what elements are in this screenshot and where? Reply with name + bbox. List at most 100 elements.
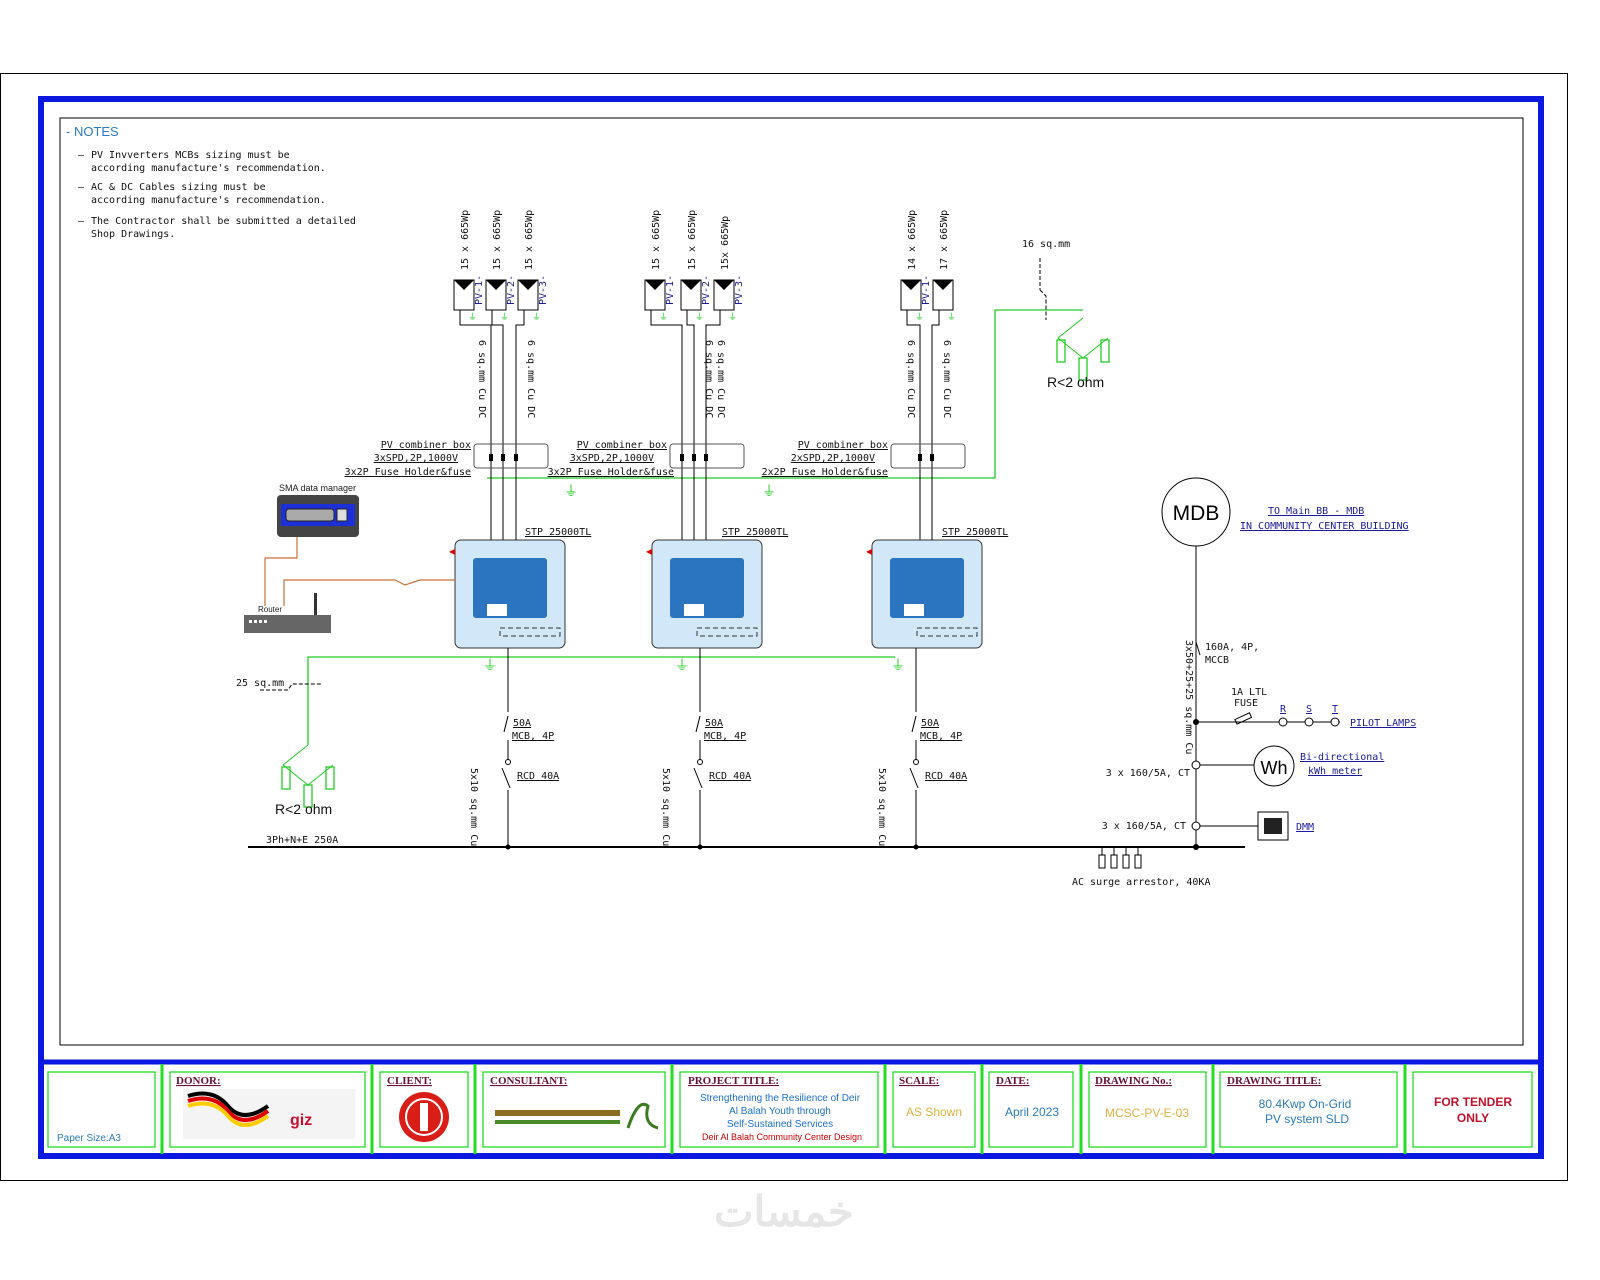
german-flag-logo bbox=[187, 1096, 270, 1122]
title-block-cell bbox=[1088, 1071, 1207, 1148]
earth-rod-icon bbox=[1056, 339, 1066, 363]
title-block-cell bbox=[679, 1071, 879, 1148]
cable-leader bbox=[1039, 289, 1047, 320]
pv-string-label: 15 x 665Wp bbox=[524, 210, 535, 270]
pv-string-label: 15 x 665Wp bbox=[687, 210, 698, 270]
earth-conductors bbox=[307, 309, 1083, 745]
inverter-display bbox=[904, 604, 924, 616]
inverter-body bbox=[473, 558, 547, 618]
module-earth-icon: ⏚ bbox=[532, 312, 541, 322]
mdb-feeder-cable: 3x50+25+25 sq.mm Cu bbox=[1183, 640, 1194, 754]
phase-label: S bbox=[1306, 704, 1312, 715]
fuse-icon bbox=[930, 454, 934, 461]
pv-module-cell bbox=[714, 280, 734, 290]
combiner-fuses: 2x2P Fuse Holder&fuse bbox=[762, 467, 888, 478]
module-earth-icon: ⏚ bbox=[728, 312, 737, 322]
ac-cable-label: 5x10 sq.mm Cu bbox=[468, 768, 479, 846]
earth-rod-icon bbox=[1078, 357, 1088, 381]
note-1-line-1: PV Invverters MCBs sizing must be bbox=[91, 150, 290, 161]
ct-icon bbox=[1191, 760, 1201, 770]
title-block-cell bbox=[1412, 1071, 1533, 1148]
surge-arrestor bbox=[1098, 847, 1142, 869]
earth-electrode-top bbox=[1056, 317, 1110, 381]
mcb-symbol bbox=[503, 715, 509, 733]
rcd-rating: RCD 40A bbox=[709, 771, 751, 782]
earth-left-cable-label: 25 sq.mm bbox=[236, 678, 284, 689]
mdb-note-1: TO Main BB - MDB bbox=[1268, 506, 1364, 517]
project-subtitle: Deir Al Balah Community Center Design bbox=[702, 1132, 862, 1142]
ac-cable-label: 5x10 sq.mm Cu bbox=[660, 768, 671, 846]
pv-string-label: 15x 665Wp bbox=[720, 216, 731, 270]
data-manager-label: SMA data manager bbox=[279, 483, 356, 493]
pv-string-tag: PV-1- bbox=[921, 275, 932, 305]
module-earth-icon: ⏚ bbox=[695, 312, 704, 322]
router-led bbox=[254, 620, 257, 623]
inverter-body bbox=[670, 558, 744, 618]
surge-arrestor-icon bbox=[1110, 854, 1118, 869]
note-1-line-2: according manufacture's recommendation. bbox=[91, 163, 326, 174]
dc-cable bbox=[906, 310, 921, 540]
fuse-icon bbox=[1234, 712, 1253, 725]
combiner-box bbox=[473, 443, 549, 469]
fuse-icon bbox=[489, 454, 493, 461]
mcb-rating: 50A bbox=[513, 718, 531, 729]
mcb-rating: 50A bbox=[705, 718, 723, 729]
dc-cable-label: 6 sq.mm Cu DC bbox=[715, 340, 726, 418]
donor-logos: giz bbox=[183, 1089, 355, 1139]
router-led bbox=[259, 620, 262, 623]
module-earth-icon: ⏚ bbox=[659, 312, 668, 322]
scale-label: SCALE: bbox=[899, 1075, 939, 1087]
earth-icon: ⏚ bbox=[762, 483, 776, 499]
fuse-label-2: FUSE bbox=[1234, 698, 1258, 709]
title-block-cell bbox=[169, 1071, 366, 1148]
surge-arrestor-icon bbox=[1122, 854, 1130, 869]
inverter-model: STP 25000TL bbox=[525, 527, 591, 538]
mcb-type: MCB, 4P bbox=[512, 731, 554, 742]
pv-string-tag: PV-1- bbox=[665, 275, 676, 305]
earth-icon: ⏚ bbox=[675, 657, 689, 673]
consultant-logo-text bbox=[495, 1120, 620, 1124]
busbar-label: 3Ph+N+E 250A bbox=[266, 835, 338, 846]
combiner-title: PV combiner box bbox=[577, 440, 667, 451]
ct-icon bbox=[1191, 821, 1201, 831]
consultant-logo-text bbox=[495, 1110, 620, 1116]
consultant-logo-mark bbox=[626, 1102, 659, 1130]
terminal-icon bbox=[505, 759, 511, 765]
module-earth-icon: ⏚ bbox=[468, 312, 477, 322]
notes-list: – PV Invverters MCBs sizing must be acco… bbox=[78, 150, 356, 240]
junction-dot bbox=[1193, 844, 1199, 850]
inverter-warning-icon: ◀ bbox=[449, 547, 456, 556]
title-block-cell bbox=[1219, 1071, 1398, 1148]
inverter-terminals bbox=[499, 627, 561, 637]
consultant-label: CONSULTANT: bbox=[490, 1075, 567, 1087]
combiner-title: PV combiner box bbox=[381, 440, 471, 451]
module-earth-icon: ⏚ bbox=[500, 312, 509, 322]
router-led bbox=[249, 620, 252, 623]
earth-rod-icon bbox=[281, 766, 291, 790]
router: Router bbox=[244, 593, 331, 633]
terminal-icon bbox=[697, 759, 703, 765]
note-3-line-2: Shop Drawings. bbox=[91, 229, 175, 240]
note-2-line-2: according manufacture's recommendation. bbox=[91, 195, 326, 206]
status-line-2: ONLY bbox=[1457, 1111, 1489, 1125]
earth-icon: ⏚ bbox=[564, 483, 578, 499]
dc-cable-label: 6 sq.mm Cu DC bbox=[703, 340, 714, 418]
drawing-title-1: 80.4Kwp On-Grid bbox=[1259, 1097, 1352, 1111]
inverter-model: STP 25000TL bbox=[942, 527, 1008, 538]
note-2-line-1: AC & DC Cables sizing must be bbox=[91, 182, 266, 193]
inverter-display bbox=[487, 604, 507, 616]
mcb-symbol bbox=[911, 715, 917, 733]
combiner-spd: 3xSPD,2P,1000V bbox=[570, 453, 654, 464]
earth-top-resistance: R<2 ohm bbox=[1047, 374, 1104, 390]
drawing-title-2: PV system SLD bbox=[1265, 1112, 1349, 1126]
pv-string-label: 15 x 665Wp bbox=[651, 210, 662, 270]
date-value: April 2023 bbox=[1005, 1105, 1059, 1119]
dc-cable-label: 6 sq.mm Cu DC bbox=[525, 340, 536, 418]
ac-earth-conductor bbox=[307, 656, 895, 745]
network-cable bbox=[283, 579, 455, 606]
